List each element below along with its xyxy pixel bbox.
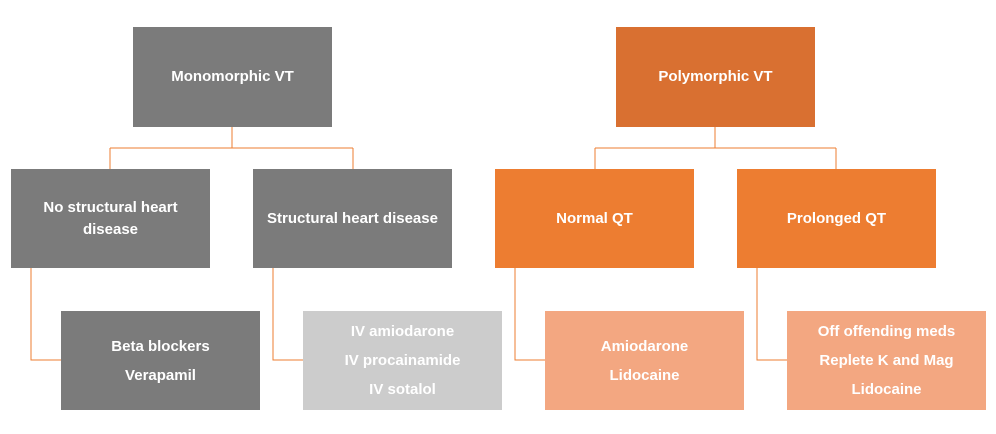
prolonged-qt-treatment-node: Off offending meds Replete K and Mag Lid…	[787, 311, 986, 410]
treatment-item: IV sotalol	[369, 381, 436, 398]
structural-heart-disease-label: Structural heart disease	[267, 209, 438, 227]
treatment-item: Beta blockers	[111, 337, 210, 355]
no-structural-heart-disease-label: No structural heart disease	[43, 198, 178, 238]
normal-qt-treatment-node: Amiodarone Lidocaine	[545, 311, 744, 410]
polymorphic-vt-label: Polymorphic VT	[658, 68, 773, 85]
monomorphic-vt-label: Monomorphic VT	[171, 68, 294, 85]
treatment-item: Lidocaine	[851, 381, 922, 398]
no-structural-treatment-node: Beta blockers Verapamil	[61, 311, 260, 410]
connector-normal-qt-to-treatment	[514, 268, 545, 361]
treatment-item: Lidocaine	[609, 366, 680, 384]
treatment-item: Amiodarone	[600, 337, 689, 355]
treatment-item: Verapamil	[125, 366, 196, 384]
prolonged-qt-node: Prolonged QT	[737, 169, 936, 268]
connector-prolonged-qt-to-treatment	[756, 268, 787, 361]
connector-no-structural-to-treatment	[30, 268, 61, 361]
treatment-item: Replete K and Mag	[819, 352, 954, 369]
treatment-item: IV amiodarone	[350, 323, 455, 340]
structural-heart-disease-node: Structural heart disease	[253, 169, 452, 268]
prolonged-qt-label: Prolonged QT	[786, 209, 887, 227]
normal-qt-label: Normal QT	[556, 209, 633, 227]
structural-treatment-node: IV amiodarone IV procainamide IV sotalol	[303, 311, 502, 410]
connector-polymorphic-root	[594, 127, 837, 169]
normal-qt-node: Normal QT	[495, 169, 694, 268]
no-structural-heart-disease-node: No structural heart disease	[11, 169, 210, 268]
polymorphic-vt-node: Polymorphic VT	[616, 27, 815, 127]
treatment-item: Off offending meds	[817, 323, 956, 340]
connector-structural-to-treatment	[272, 268, 303, 361]
connector-monomorphic-root	[109, 127, 354, 169]
treatment-item: IV procainamide	[344, 352, 461, 369]
monomorphic-vt-node: Monomorphic VT	[133, 27, 332, 127]
